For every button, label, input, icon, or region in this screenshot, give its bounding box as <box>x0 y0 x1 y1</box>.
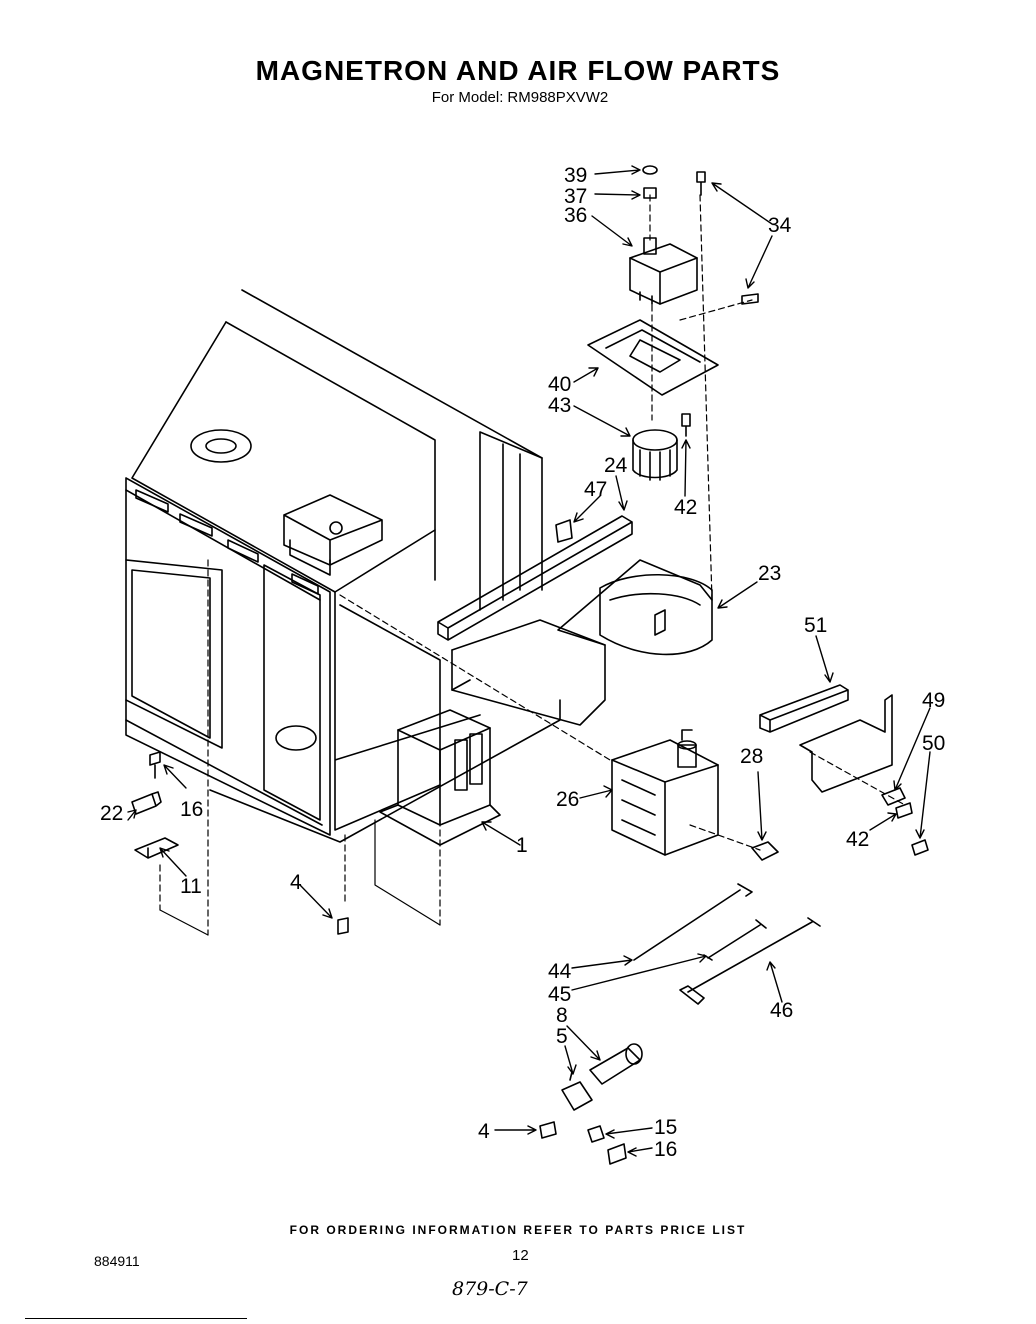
cavity-floor <box>334 591 481 831</box>
model-prefix: For Model: <box>431 89 504 106</box>
air-guide-51 <box>759 684 849 733</box>
screw-4a <box>337 917 349 935</box>
dash-box-1 <box>374 819 441 926</box>
ordering-info-footer: FOR ORDERING INFORMATION REFER TO PARTS … <box>289 1223 747 1237</box>
cabinet-front-frame <box>125 477 331 836</box>
fan-housing-tab <box>654 609 666 636</box>
callout-45: 45 <box>548 983 571 1006</box>
microwave-cabinet <box>125 289 561 843</box>
callout-16-left: 16 <box>180 798 203 821</box>
callout-16-lower: 16 <box>654 1138 677 1161</box>
mount-block-base <box>289 539 331 576</box>
callout-42-bracket: 42 <box>846 828 869 851</box>
cabinet-inner-top <box>225 321 436 581</box>
callout-49: 49 <box>922 689 945 712</box>
callout-50: 50 <box>922 732 945 755</box>
transformer <box>379 709 501 846</box>
fan-housing <box>599 573 713 656</box>
front-vents <box>135 489 319 595</box>
duct-front <box>451 619 606 691</box>
cavity-opening <box>263 564 321 821</box>
cabinet-top-ring <box>190 429 252 463</box>
leader-arrows <box>127 165 931 1157</box>
model-number: RM988PXVW2 <box>507 89 609 106</box>
page-number: 12 <box>512 1247 529 1264</box>
callout-26: 26 <box>556 788 579 811</box>
motor-bracket <box>587 319 719 396</box>
callout-40: 40 <box>548 373 571 396</box>
screw-42a <box>681 413 691 437</box>
callout-28: 28 <box>740 745 763 768</box>
bracket-49 <box>799 694 893 793</box>
thermal-cutout <box>751 841 779 861</box>
mount-block-bolt <box>329 521 343 535</box>
callout-39: 39 <box>564 164 587 187</box>
callout-5: 5 <box>556 1025 568 1048</box>
page-title: MAGNETRON AND AIR FLOW PARTS <box>255 55 781 86</box>
door-window <box>125 559 223 749</box>
callout-labels: 39 37 36 34 40 43 24 47 42 23 51 49 50 4… <box>100 164 945 1161</box>
clip-47 <box>555 519 573 543</box>
fan-blade <box>632 429 678 481</box>
wire-46 <box>679 917 821 1005</box>
dash-box-11 <box>159 909 209 936</box>
handwritten-note: 879-C-7 <box>452 1278 528 1300</box>
screw-16a <box>149 751 161 779</box>
callout-15: 15 <box>654 1116 677 1139</box>
stirrer-hub <box>275 725 317 751</box>
wire-44 <box>633 883 753 961</box>
callout-37: 37 <box>564 185 587 208</box>
screw-34b <box>741 293 759 305</box>
door-window-inner <box>131 569 211 739</box>
callout-4-left: 4 <box>290 871 302 894</box>
cavity-interior <box>339 604 441 781</box>
washer-39 <box>642 165 658 175</box>
callout-11: 11 <box>180 875 202 898</box>
cabinet-top-ring-inner <box>205 438 237 454</box>
callout-47: 47 <box>584 478 607 501</box>
callout-43: 43 <box>548 394 571 417</box>
callout-42-fan: 42 <box>674 496 697 519</box>
capacitor-assembly <box>539 1043 643 1165</box>
callout-22: 22 <box>100 802 123 825</box>
duct-body <box>451 559 713 726</box>
base-plate <box>209 699 561 843</box>
cabinet-top-face <box>131 321 436 593</box>
air-guide-bar <box>437 515 633 641</box>
magnetron <box>611 729 719 856</box>
fuse-holder-11 <box>134 837 179 859</box>
callout-36: 36 <box>564 204 587 227</box>
fan-motor <box>629 237 698 305</box>
callout-51: 51 <box>804 614 827 637</box>
mount-block <box>283 494 383 566</box>
bottom-rule <box>25 1318 247 1319</box>
callout-8: 8 <box>556 1004 568 1027</box>
callout-34: 34 <box>768 214 792 237</box>
model-line: For Model:RM988PXVW2 <box>0 89 1036 106</box>
screw-42b <box>895 802 913 819</box>
screw-50 <box>911 839 929 856</box>
nut-37 <box>643 187 657 199</box>
callout-46: 46 <box>770 999 793 1022</box>
cabinet-outer-top <box>241 289 543 591</box>
guide-lines <box>159 194 906 936</box>
cabinet-side-panel <box>479 431 543 611</box>
document-number: 884911 <box>94 1253 140 1269</box>
callout-24: 24 <box>604 454 628 477</box>
screw-34a <box>696 171 706 196</box>
latch-49 <box>881 787 906 806</box>
callout-23: 23 <box>758 562 781 585</box>
callout-44: 44 <box>548 960 572 983</box>
callout-1: 1 <box>516 834 528 857</box>
fan-housing-opening <box>609 592 701 606</box>
callout-4-lower: 4 <box>478 1120 490 1143</box>
air-duct-assembly <box>437 515 713 726</box>
